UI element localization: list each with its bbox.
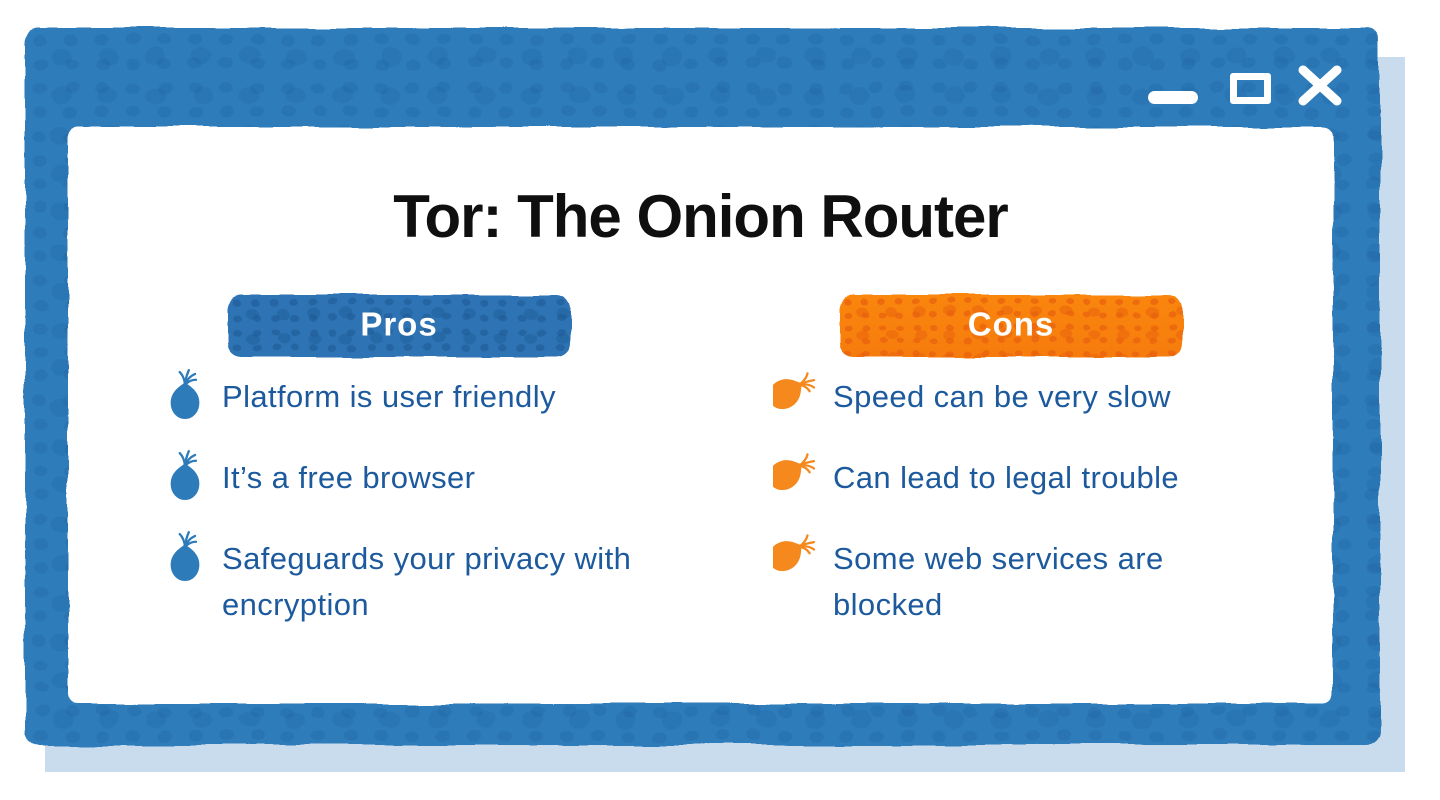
- cons-list: Speed can be very slow Can lead to legal…: [773, 368, 1243, 658]
- pros-header-button[interactable]: Pros: [228, 295, 570, 357]
- list-item: It’s a free browser: [162, 449, 632, 506]
- cons-item-text: Some web services are blocked: [833, 541, 1164, 622]
- minimize-icon[interactable]: [1148, 91, 1198, 104]
- orange-onion-icon: [773, 449, 819, 497]
- page-title: Tor: The Onion Router: [393, 183, 1008, 250]
- pros-item-text: Safeguards your privacy with encryption: [222, 541, 632, 622]
- pros-pill-label: Pros: [360, 305, 438, 343]
- orange-onion-icon: [773, 368, 819, 416]
- cons-pill-background: [840, 295, 1182, 357]
- list-item: Speed can be very slow: [773, 368, 1243, 425]
- close-icon[interactable]: [1297, 65, 1343, 106]
- blue-onion-icon: [169, 530, 201, 582]
- blue-onion-icon: [169, 368, 201, 420]
- list-item: Can lead to legal trouble: [773, 449, 1243, 506]
- pros-item-text: It’s a free browser: [222, 460, 476, 495]
- list-item: Platform is user friendly: [162, 368, 632, 425]
- pros-list: Platform is user friendly It’s a free br…: [162, 368, 632, 658]
- cons-pill-label: Cons: [967, 305, 1055, 343]
- orange-onion-icon: [773, 530, 819, 578]
- cons-header-button[interactable]: Cons: [840, 295, 1182, 357]
- pros-pill-background: [228, 295, 570, 357]
- cons-item-text: Speed can be very slow: [833, 379, 1171, 414]
- maximize-icon[interactable]: [1230, 73, 1271, 104]
- list-item: Some web services are blocked: [773, 530, 1243, 628]
- pros-item-text: Platform is user friendly: [222, 379, 556, 414]
- blue-onion-icon: [169, 449, 201, 501]
- list-item: Safeguards your privacy with encryption: [162, 530, 632, 628]
- cons-item-text: Can lead to legal trouble: [833, 460, 1180, 495]
- window-content-area: [68, 127, 1333, 703]
